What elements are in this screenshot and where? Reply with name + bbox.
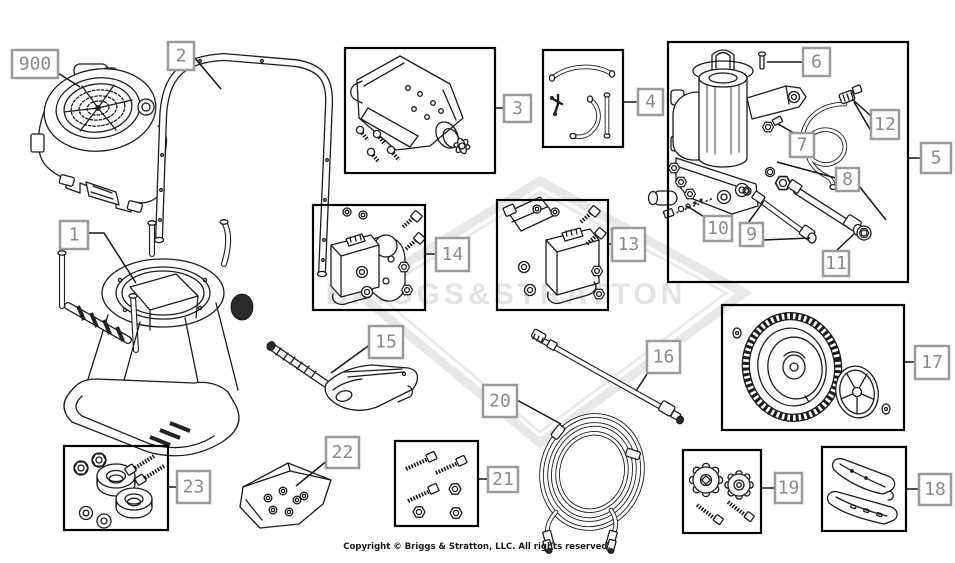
engine-drawing xyxy=(30,63,168,213)
wheel-kit-drawing xyxy=(732,311,891,423)
callout-11-label: 11 xyxy=(825,253,847,274)
callout-18[interactable]: 18 xyxy=(917,472,953,507)
callout-11[interactable]: 11 xyxy=(821,249,851,278)
hose-kit-drawing xyxy=(548,64,616,140)
copyright-text: Copyright © Briggs & Stratton, LLC. All … xyxy=(343,542,610,552)
bolt xyxy=(405,450,438,471)
callout-17[interactable]: 17 xyxy=(913,344,951,381)
callout-18-label: 18 xyxy=(924,479,946,500)
callout-21-label: 21 xyxy=(492,469,514,490)
nozzle xyxy=(263,486,309,517)
callout-17-label: 17 xyxy=(921,352,943,373)
callout-8-label: 8 xyxy=(842,169,853,190)
callout-5[interactable]: 5 xyxy=(919,141,953,175)
bolt xyxy=(401,210,423,229)
frame-drawing xyxy=(57,219,254,457)
callout-14[interactable]: 14 xyxy=(434,236,471,273)
bolt xyxy=(726,500,755,523)
valve-parts-10 xyxy=(662,197,715,219)
hose-holder-kit-drawing xyxy=(502,196,607,305)
callout-12[interactable]: 12 xyxy=(869,108,901,141)
bolt xyxy=(579,205,601,224)
callout-7-label: 7 xyxy=(797,135,808,156)
callout-1-label: 1 xyxy=(69,225,80,246)
callout-20-label: 20 xyxy=(489,391,511,412)
leader-lines xyxy=(49,56,921,490)
callout-900-label: 900 xyxy=(19,54,52,75)
knob-kit-drawing xyxy=(688,462,755,526)
callout-900[interactable]: 900 xyxy=(10,48,60,80)
callout-9-label: 9 xyxy=(746,224,757,245)
callout-8[interactable]: 8 xyxy=(834,166,861,193)
callout-13-label: 13 xyxy=(618,234,640,255)
callout-6[interactable]: 6 xyxy=(801,46,832,78)
spray-gun-drawing xyxy=(266,341,419,411)
callout-20[interactable]: 20 xyxy=(481,383,519,419)
callout-4[interactable]: 4 xyxy=(636,87,665,117)
callout-15[interactable]: 15 xyxy=(367,324,405,360)
callout-19[interactable]: 19 xyxy=(773,471,804,505)
callout-4-label: 4 xyxy=(645,92,656,113)
callout-19-label: 19 xyxy=(778,478,800,499)
callout-21[interactable]: 21 xyxy=(486,465,520,494)
callout-23-label: 23 xyxy=(183,477,205,498)
wing-knob xyxy=(453,137,471,155)
callouts: 900 1 2 3 4 5 6 7 8 9 10 11 12 13 14 15 … xyxy=(10,40,953,507)
spray-wand-drawing xyxy=(530,328,685,425)
gun-holder-kit-drawing xyxy=(330,207,426,306)
panel-bracket-kit-drawing xyxy=(350,55,471,164)
callout-10-label: 10 xyxy=(707,218,729,239)
callout-7[interactable]: 7 xyxy=(788,131,816,159)
bolt xyxy=(124,454,156,476)
handle-grip-kit-drawing xyxy=(826,457,898,525)
bolt xyxy=(695,503,724,526)
callout-3[interactable]: 3 xyxy=(502,93,533,124)
nozzle-kit-bag-drawing xyxy=(239,462,332,529)
callout-22-label: 22 xyxy=(332,442,354,463)
callout-15-label: 15 xyxy=(375,332,397,353)
callout-5-label: 5 xyxy=(931,148,942,169)
bolt-kit-drawing xyxy=(405,450,468,519)
callout-16-label: 16 xyxy=(653,347,675,368)
callout-23[interactable]: 23 xyxy=(175,469,212,505)
callout-12-label: 12 xyxy=(874,114,896,135)
callout-10[interactable]: 10 xyxy=(702,214,734,243)
fitting-7 xyxy=(761,115,784,133)
bushing xyxy=(115,487,153,519)
callout-2-label: 2 xyxy=(176,46,187,67)
callout-6-label: 6 xyxy=(811,52,822,73)
handle-drawing xyxy=(153,52,334,278)
inlet-tube-9 xyxy=(751,190,817,244)
pressure-hose-drawing xyxy=(539,413,645,554)
bolt xyxy=(404,232,426,251)
bolt xyxy=(134,464,166,486)
bolt xyxy=(585,227,607,246)
star-knob xyxy=(724,470,754,500)
hubcap xyxy=(835,365,879,419)
callout-1[interactable]: 1 xyxy=(58,219,90,251)
callout-2[interactable]: 2 xyxy=(166,40,196,72)
callout-13[interactable]: 13 xyxy=(610,226,647,263)
callout-3-label: 3 xyxy=(512,98,523,119)
bolt xyxy=(435,454,468,475)
star-knob xyxy=(688,462,724,498)
bolt xyxy=(407,482,440,503)
callout-22[interactable]: 22 xyxy=(324,435,361,470)
pin-6 xyxy=(757,51,767,70)
callout-14-label: 14 xyxy=(442,244,464,265)
callout-9[interactable]: 9 xyxy=(738,221,765,248)
axle-hardware-kit-drawing xyxy=(73,452,166,529)
callout-16[interactable]: 16 xyxy=(645,339,682,375)
screw xyxy=(355,125,401,164)
